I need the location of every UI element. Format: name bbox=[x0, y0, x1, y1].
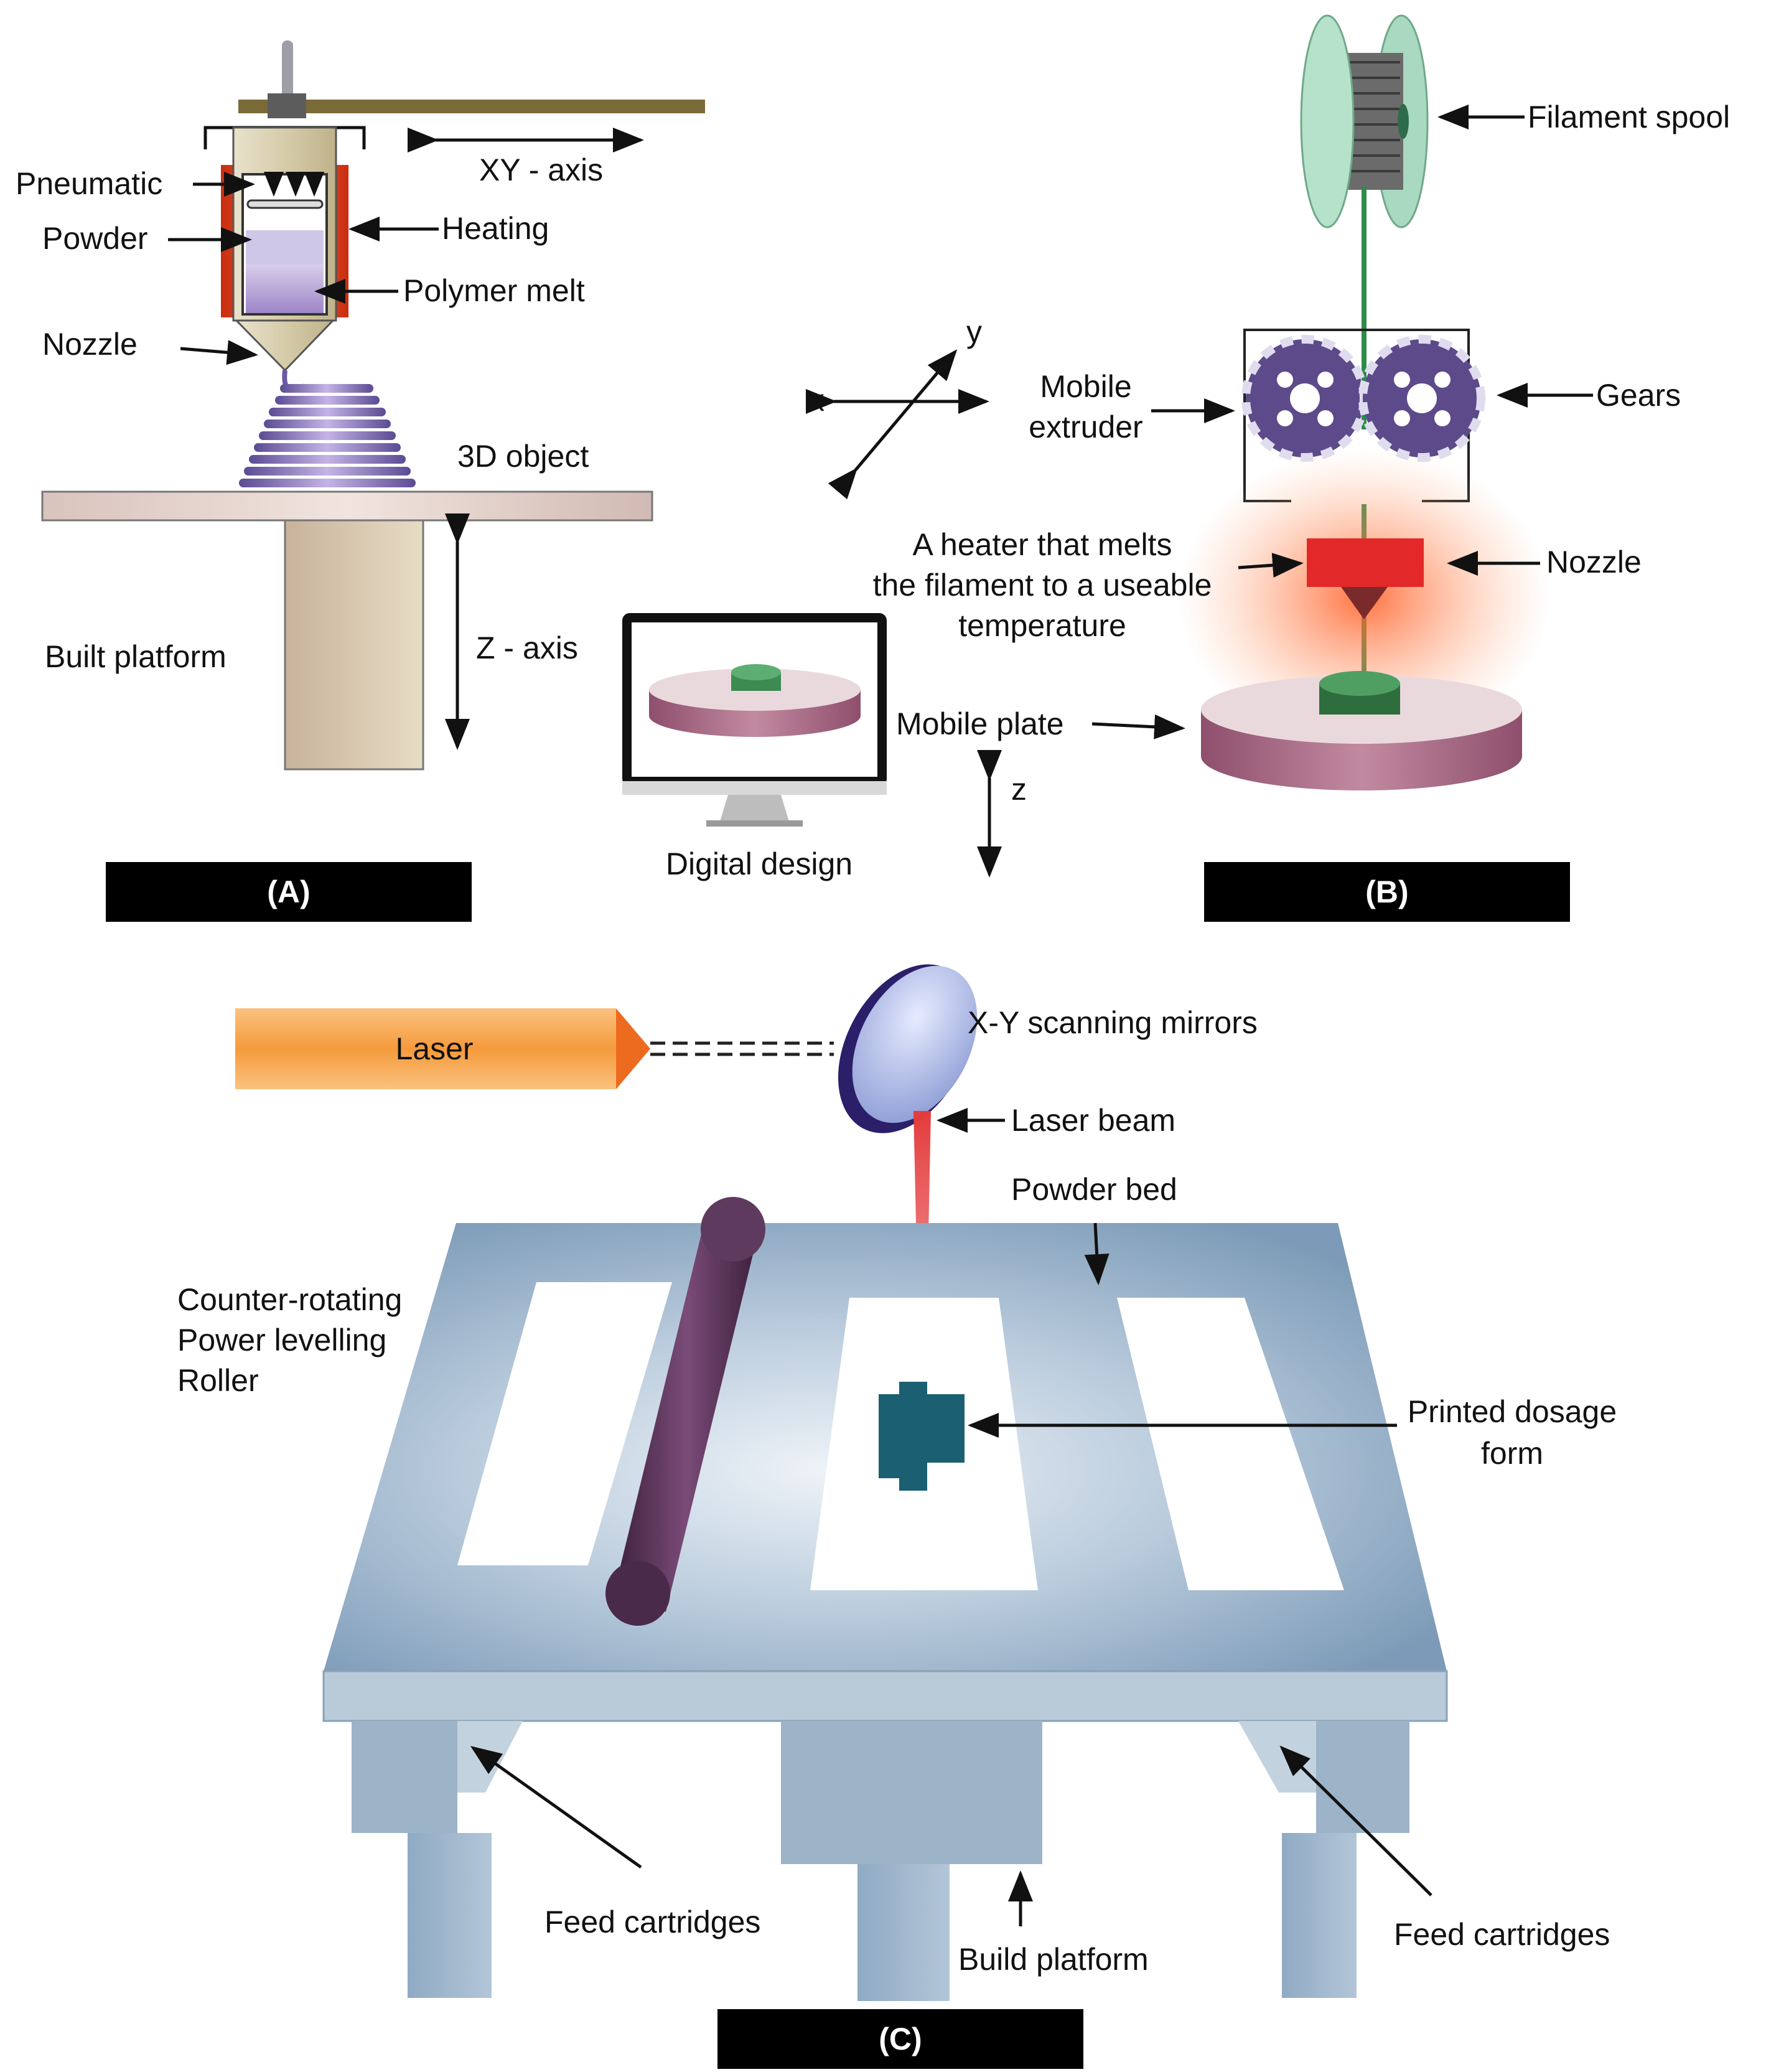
nozzle-cone-a bbox=[234, 319, 335, 372]
heater-block bbox=[1307, 538, 1424, 587]
label-roller-1: Counter-rotating bbox=[177, 1282, 402, 1317]
center-leg bbox=[857, 1864, 950, 2001]
nozzle-tip-b bbox=[1341, 587, 1388, 619]
powder-fill bbox=[246, 230, 324, 265]
roller-end-bottom bbox=[605, 1561, 670, 1626]
label-printed-dosage-1: Printed dosage bbox=[1408, 1394, 1617, 1429]
panel-c: Laser X- bbox=[177, 964, 1617, 2069]
label-scanning-mirrors: X-Y scanning mirrors bbox=[968, 1005, 1258, 1040]
extruder-rod bbox=[282, 40, 293, 109]
label-powder: Powder bbox=[42, 221, 148, 256]
label-heater-2: the filament to a useable bbox=[873, 568, 1212, 602]
label-heating: Heating bbox=[442, 211, 549, 246]
feed-cartridge-right bbox=[1316, 1721, 1409, 1833]
label-axis-y: y bbox=[966, 314, 982, 349]
label-mobile-extruder-1: Mobile bbox=[1040, 369, 1131, 404]
feed-well-right bbox=[1117, 1298, 1344, 1590]
object-layers bbox=[239, 384, 416, 487]
label-mobile-plate: Mobile plate bbox=[896, 706, 1064, 741]
label-filament-spool: Filament spool bbox=[1528, 100, 1730, 134]
laser-dashed-path bbox=[650, 1041, 834, 1056]
arrow-powder-bed bbox=[1084, 1222, 1110, 1285]
arrow-mobile-plate bbox=[1091, 714, 1185, 739]
caption-bar-b bbox=[1204, 862, 1570, 922]
polymer-melt-fill bbox=[246, 265, 324, 313]
panel-a: Pneumatic Powder Heating Polymer melt No… bbox=[16, 40, 705, 922]
label-laser: Laser bbox=[395, 1031, 473, 1066]
arrow-feed-left bbox=[470, 1746, 642, 1869]
spool-flange-front bbox=[1300, 14, 1355, 228]
caption-bar-a bbox=[106, 862, 472, 922]
label-roller-2: Power levelling bbox=[177, 1323, 386, 1357]
label-pneumatic: Pneumatic bbox=[16, 166, 162, 201]
roller-body bbox=[616, 1214, 756, 1612]
caption-c: (C) bbox=[879, 2022, 922, 2056]
label-xy-axis: XY - axis bbox=[479, 152, 603, 187]
right-bracket bbox=[1238, 1721, 1316, 1793]
label-mobile-extruder-2: extruder bbox=[1029, 410, 1142, 444]
platform-post bbox=[284, 519, 424, 771]
monitor-base bbox=[706, 820, 803, 827]
arrow-nozzle-a bbox=[180, 340, 258, 365]
label-powder-bed: Powder bed bbox=[1011, 1172, 1177, 1207]
caption-a: (A) bbox=[267, 874, 310, 909]
gear-right bbox=[1358, 335, 1485, 462]
label-built-platform: Built platform bbox=[45, 639, 227, 674]
gantry-bar bbox=[238, 100, 705, 113]
scanning-mirror bbox=[852, 965, 978, 1123]
caption-b: (B) bbox=[1365, 874, 1408, 909]
label-nozzle-b: Nozzle bbox=[1546, 545, 1642, 579]
build-table-a bbox=[41, 490, 653, 522]
label-axis-x: x bbox=[809, 383, 825, 418]
monitor-stand bbox=[720, 795, 789, 822]
table-front-slab bbox=[322, 1670, 1448, 1722]
label-nozzle-a: Nozzle bbox=[42, 327, 138, 362]
axis-y-arrow bbox=[828, 349, 958, 500]
screen-part-top bbox=[731, 664, 781, 680]
left-leg bbox=[408, 1833, 492, 1998]
label-axis-z: z bbox=[1011, 772, 1027, 807]
feed-well-left bbox=[457, 1282, 672, 1565]
pneumatic-piston bbox=[246, 199, 324, 209]
monitor-chin bbox=[622, 781, 887, 795]
label-laser-beam: Laser beam bbox=[1011, 1103, 1175, 1138]
label-heater-3: temperature bbox=[958, 608, 1126, 643]
label-roller-3: Roller bbox=[177, 1363, 259, 1398]
label-feed-cartridges-right: Feed cartridges bbox=[1394, 1917, 1610, 1952]
label-feed-cartridges-left: Feed cartridges bbox=[544, 1905, 760, 1939]
label-3d-object: 3D object bbox=[457, 439, 589, 474]
spool-hub bbox=[1398, 104, 1409, 139]
label-digital-design: Digital design bbox=[666, 846, 853, 881]
label-heater-1: A heater that melts bbox=[913, 527, 1172, 562]
label-z-axis: Z - axis bbox=[476, 631, 578, 665]
feed-cartridge-left bbox=[352, 1721, 457, 1833]
pneumatic-arrows bbox=[264, 172, 324, 197]
arrow-heater bbox=[1238, 553, 1304, 578]
label-build-platform: Build platform bbox=[958, 1942, 1149, 1977]
printed-part-b-top bbox=[1319, 671, 1400, 696]
caption-bar-c bbox=[717, 2009, 1083, 2069]
center-platform-block bbox=[781, 1721, 1042, 1864]
label-printed-dosage-2: form bbox=[1481, 1436, 1543, 1471]
label-polymer-melt: Polymer melt bbox=[403, 273, 585, 308]
panel-b: Filament spool Mobile extruder Gears A h… bbox=[622, 14, 1730, 922]
laser-tip bbox=[616, 1008, 650, 1089]
label-gears: Gears bbox=[1596, 378, 1681, 413]
roller-end-top bbox=[701, 1197, 765, 1262]
left-bracket bbox=[457, 1721, 523, 1793]
printed-dosage-form bbox=[879, 1382, 965, 1491]
laser-body bbox=[235, 1008, 616, 1089]
arrow-feed-right bbox=[1279, 1745, 1432, 1896]
right-leg bbox=[1282, 1833, 1357, 1998]
gear-left bbox=[1241, 335, 1368, 462]
gantry-mount bbox=[268, 93, 306, 118]
